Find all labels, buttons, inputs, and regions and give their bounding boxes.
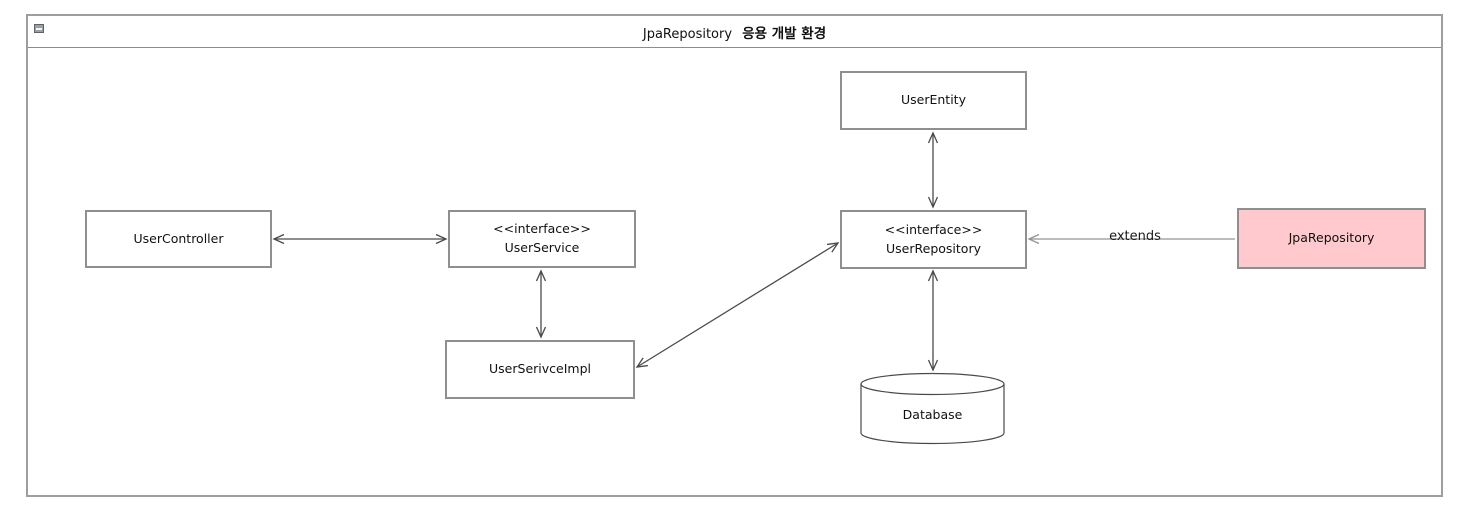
- database-cylinder-icon: [860, 372, 1005, 445]
- node-userentity-label: UserEntity: [901, 92, 966, 108]
- node-database[interactable]: Database: [860, 372, 1005, 445]
- node-usercontroller-label: UserController: [133, 230, 224, 246]
- node-usercontroller[interactable]: UserController: [85, 210, 272, 268]
- node-jparepository[interactable]: JpaRepository: [1237, 208, 1426, 269]
- node-database-label: Database: [902, 407, 963, 422]
- node-userrepository-stereotype: <<interface>>: [884, 221, 983, 237]
- node-jparepository-label: JpaRepository: [1288, 230, 1375, 246]
- window-title-prefix: JpaRepository: [642, 26, 733, 42]
- window-titlebar: JpaRepository 응용 개발 환경: [28, 16, 1441, 48]
- window-title-suffix: 응용 개발 환경: [742, 25, 827, 42]
- node-userservice[interactable]: <<interface>> UserService: [448, 210, 636, 268]
- node-userservice-stereotype: <<interface>>: [493, 221, 591, 237]
- diagram-window: JpaRepository 응용 개발 환경: [26, 14, 1443, 497]
- node-userrepository[interactable]: <<interface>> UserRepository: [840, 210, 1027, 269]
- window-title: JpaRepository 응용 개발 환경: [643, 22, 826, 42]
- node-userrepository-label: UserRepository: [886, 240, 981, 256]
- node-userserivceimpl-label: UserSerivceImpl: [489, 361, 591, 377]
- edge-label-extends: extends: [1109, 229, 1161, 244]
- node-userentity[interactable]: UserEntity: [840, 71, 1027, 130]
- node-userserivceimpl[interactable]: UserSerivceImpl: [445, 340, 635, 399]
- collapse-box-icon[interactable]: [34, 24, 44, 33]
- node-userservice-label: UserService: [504, 240, 580, 255]
